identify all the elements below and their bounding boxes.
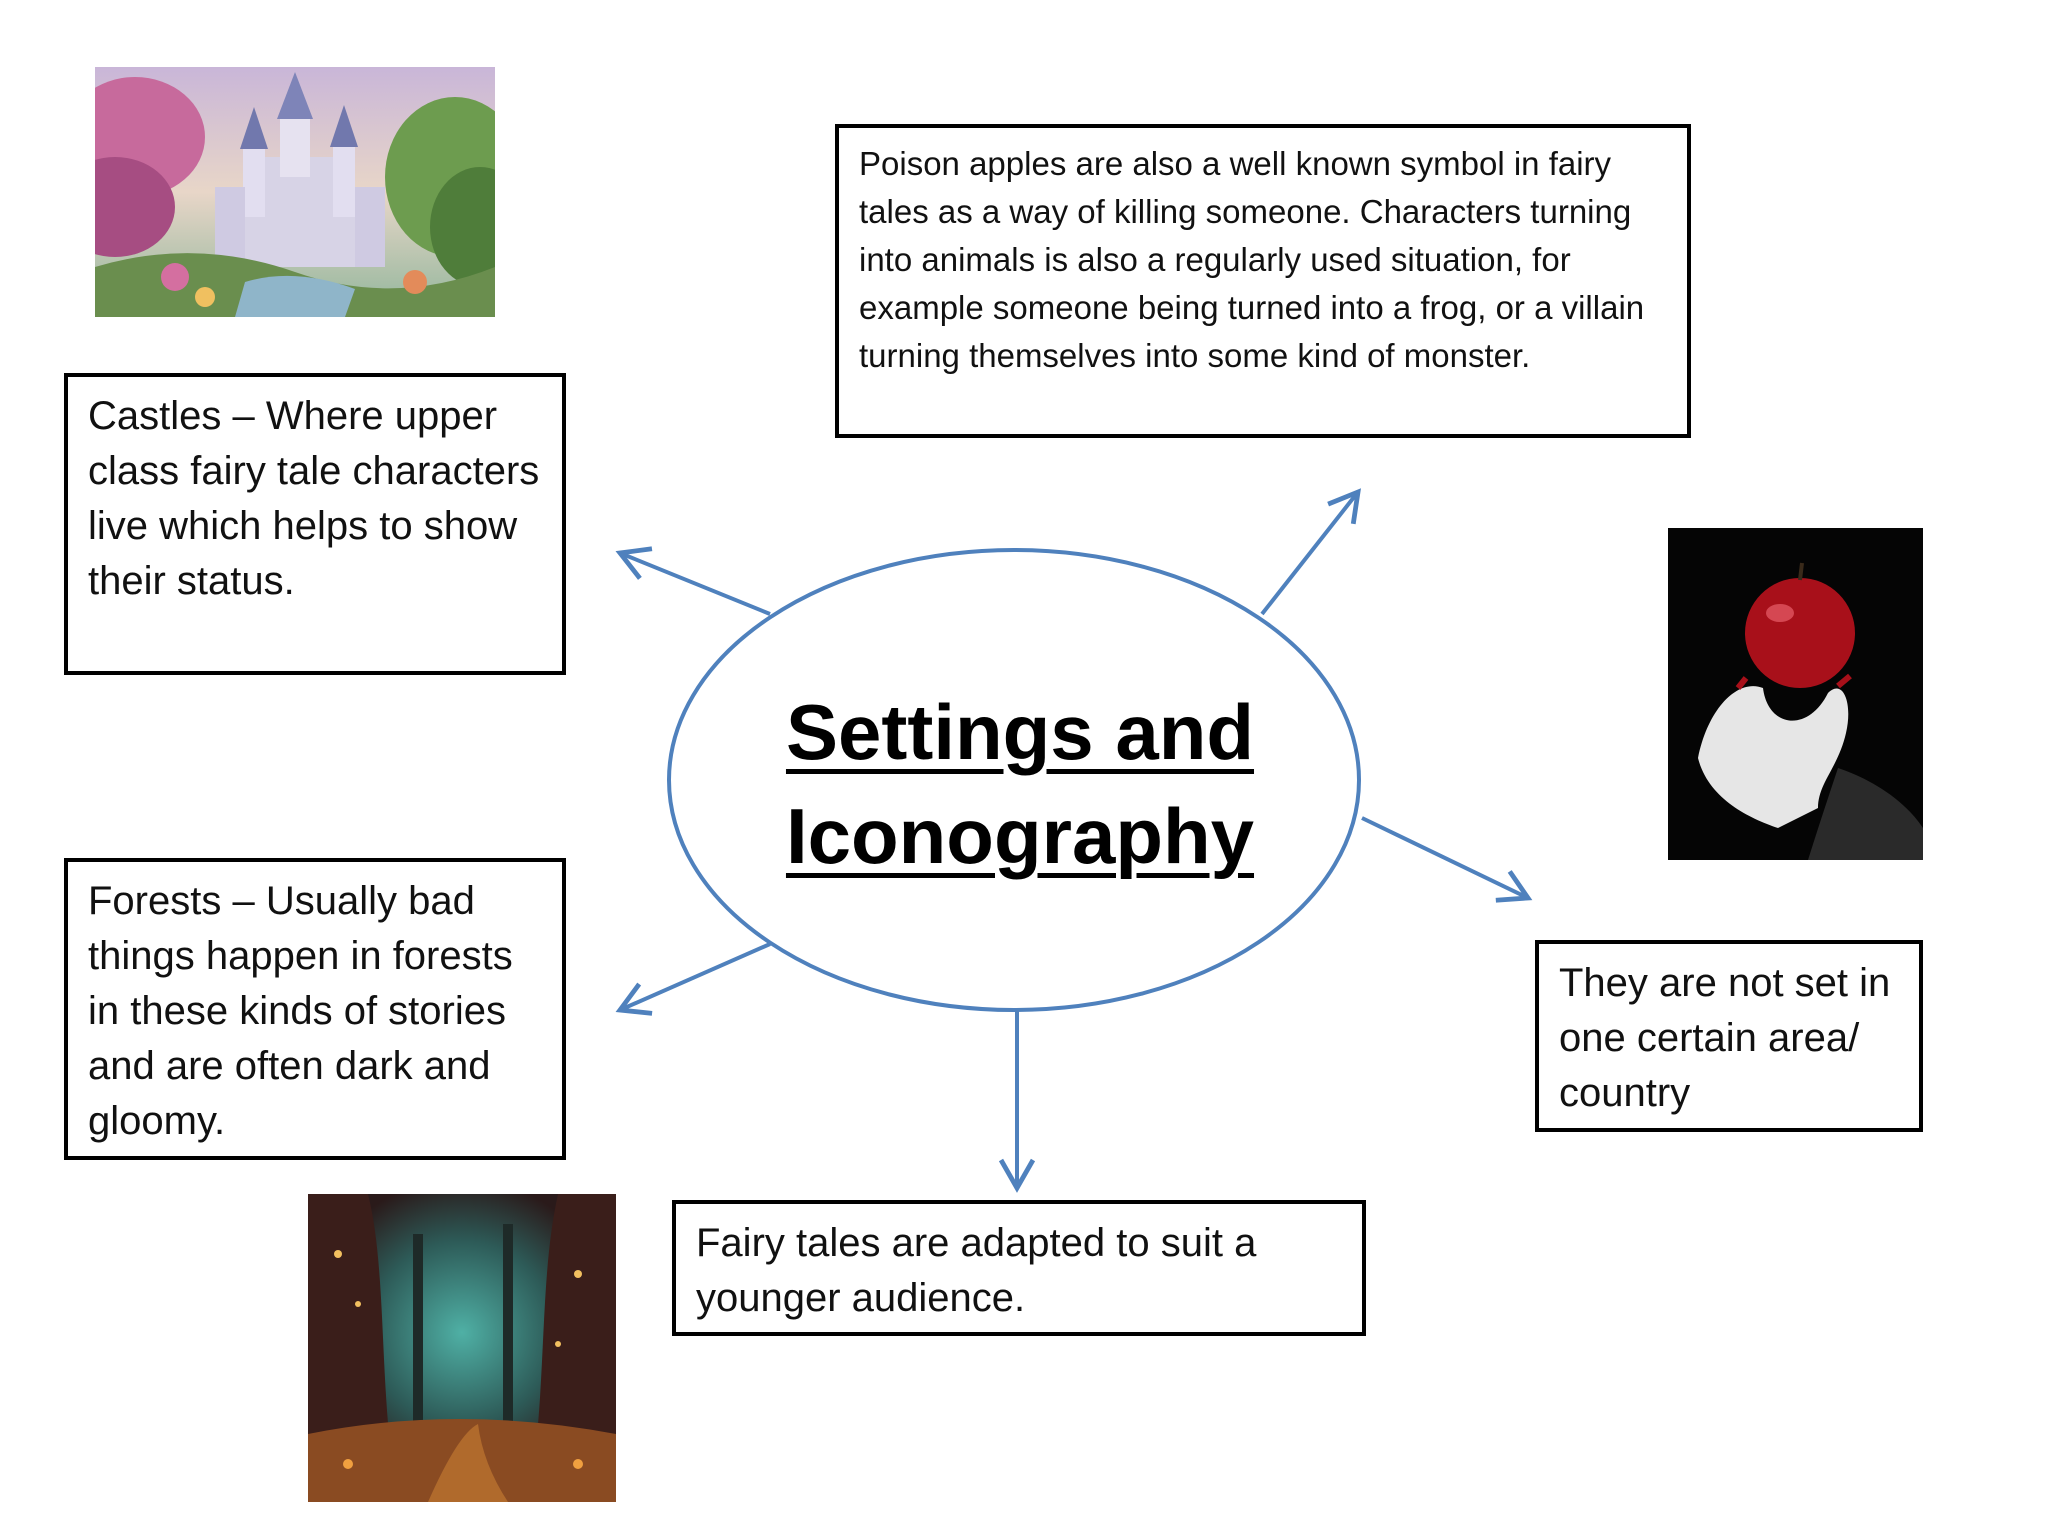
arrow-to-not-set xyxy=(1361,816,1533,903)
arrow-to-forests xyxy=(615,942,771,1016)
title-line-2: Iconography xyxy=(785,792,1255,880)
castle-image xyxy=(95,67,495,317)
title-line-1: Settings and xyxy=(785,688,1255,776)
arrow-to-castles xyxy=(615,546,771,616)
adapted-text: Fairy tales are adapted to suit a younge… xyxy=(696,1221,1257,1320)
poison-apples-text: Poison apples are also a well known symb… xyxy=(859,145,1645,374)
not-set-box: They are not set in one certain area/ co… xyxy=(1535,940,1923,1132)
not-set-text: They are not set in one certain area/ co… xyxy=(1559,961,1891,1115)
arrow-to-poison xyxy=(1260,488,1361,616)
forests-box: Forests – Usually bad things happen in f… xyxy=(64,858,566,1160)
castles-box: Castles – Where upper class fairy tale c… xyxy=(64,373,566,675)
central-ellipse xyxy=(667,548,1361,1012)
diagram-title: Settings and Iconography xyxy=(740,680,1300,888)
forests-text: Forests – Usually bad things happen in f… xyxy=(88,879,513,1143)
apple-image xyxy=(1668,528,1923,860)
forest-image xyxy=(308,1194,616,1502)
poison-apples-box: Poison apples are also a well known symb… xyxy=(835,124,1691,438)
castles-text: Castles – Where upper class fairy tale c… xyxy=(88,394,540,603)
adapted-box: Fairy tales are adapted to suit a younge… xyxy=(672,1200,1366,1336)
